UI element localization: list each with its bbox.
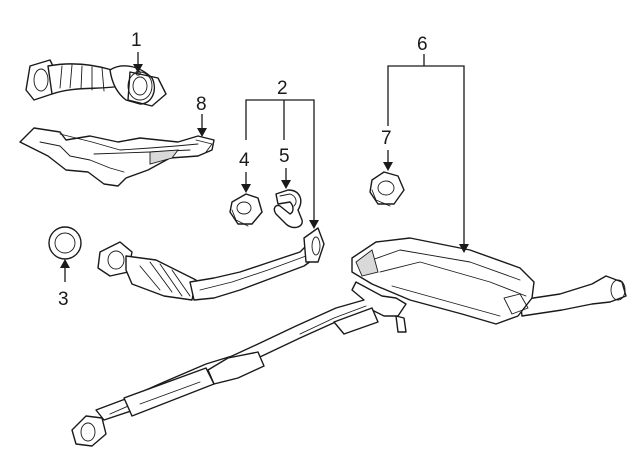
callout-6: 6	[417, 34, 428, 55]
arrowhead-6	[459, 244, 469, 253]
arrowhead-7	[383, 162, 393, 171]
arrowhead-4	[241, 184, 251, 193]
callout-3: 3	[58, 289, 69, 310]
callout-2: 2	[277, 78, 288, 99]
arrowhead-3	[60, 259, 70, 268]
nut-part-7	[369, 171, 405, 207]
catalytic-converter-part	[97, 227, 325, 301]
arrowhead-1	[133, 64, 143, 73]
callout-5: 5	[279, 146, 290, 167]
front-pipe-part	[25, 59, 167, 107]
bracket-2	[245, 99, 315, 222]
bracket-6	[387, 65, 465, 246]
gasket-part	[48, 226, 82, 260]
heat-shield-part	[19, 127, 215, 187]
leader-lines	[60, 52, 469, 282]
callout-7: 7	[381, 128, 392, 149]
callout-labels: 1 8 3 2 4 5 6 7	[58, 30, 428, 310]
hanger-clip-part	[273, 189, 303, 229]
callout-1: 1	[131, 30, 142, 51]
callout-8: 8	[196, 94, 207, 115]
callout-4: 4	[239, 150, 250, 171]
arrowhead-8	[197, 128, 207, 137]
arrowhead-2	[309, 220, 319, 229]
arrowhead-5	[281, 180, 291, 189]
muffler-assembly-part	[71, 237, 627, 447]
nut-part-4	[229, 193, 263, 227]
